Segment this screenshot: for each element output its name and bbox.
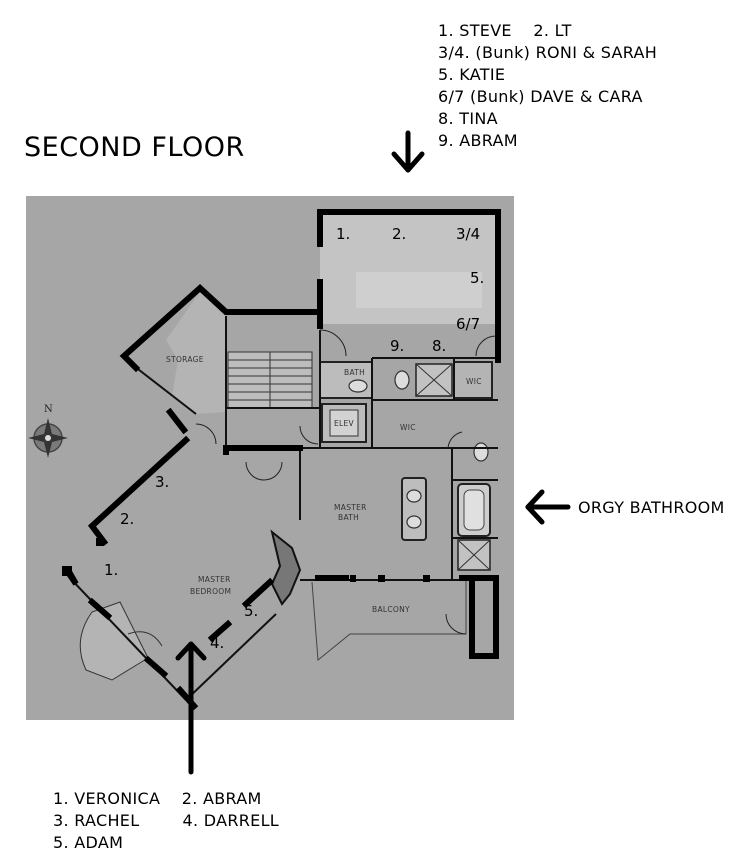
- legend-line: 8. TINA: [438, 109, 498, 128]
- master-room-number: 3.: [155, 473, 169, 491]
- legend-line: 9. ABRAM: [438, 131, 518, 150]
- upper-bunk-area: [356, 272, 482, 308]
- page-title: SECOND FLOOR: [24, 132, 245, 163]
- master-room-number: 5.: [244, 602, 258, 620]
- bath-label: BATH: [344, 368, 365, 377]
- orgy-bathroom-callout: ORGY BATHROOM: [578, 498, 725, 517]
- master-bath-label: BATH: [338, 513, 359, 522]
- master-bedroom-legend: 1. VERONICA 2. ABRAM 3. RACHEL 4. DARREL…: [53, 788, 279, 854]
- compass-north-label: N: [44, 404, 53, 415]
- door-swings: [195, 329, 497, 635]
- storage-label: STORAGE: [166, 355, 204, 364]
- storage-room: [166, 292, 226, 414]
- master-room-number: 1.: [104, 561, 118, 579]
- legend-line: 1. VERONICA 2. ABRAM: [53, 789, 262, 808]
- balcony-outline: [311, 580, 467, 661]
- upper-room-number: 2.: [392, 225, 406, 243]
- compass-icon: N: [28, 404, 68, 458]
- legend-line: 3/4. (Bunk) RONI & SARAH: [438, 43, 658, 62]
- master-bath-label: MASTER: [334, 503, 367, 512]
- upper-room-number: 5.: [470, 269, 484, 287]
- master-bedroom-label: MASTER: [198, 575, 231, 584]
- upper-room-number: 3/4: [456, 225, 480, 243]
- elev-label: ELEV: [334, 419, 355, 428]
- bay-window: [79, 601, 149, 681]
- staircase: [227, 351, 313, 409]
- arrow-up-icon: [175, 641, 207, 775]
- toilet-icon: [473, 442, 489, 462]
- upper-bedroom-legend: 1. STEVE 2. LT 3/4. (Bunk) RONI & SARAH …: [438, 20, 657, 152]
- arrow-down-icon: [391, 130, 425, 173]
- legend-line: 3. RACHEL 4. DARRELL: [53, 811, 280, 830]
- toilet-icon: [394, 370, 410, 390]
- master-bedroom-label: BEDROOM: [190, 587, 231, 596]
- legend-line: 5. ADAM: [53, 833, 124, 852]
- balcony-label: BALCONY: [372, 605, 410, 614]
- wic-label: WIC: [400, 423, 416, 432]
- upper-room-number: 9.: [390, 337, 404, 355]
- wic-label: WIC: [466, 377, 482, 386]
- bath-room: [319, 361, 373, 399]
- master-room-number: 2.: [120, 510, 134, 528]
- fireplace: [270, 529, 302, 606]
- arrow-left-icon: [525, 489, 571, 525]
- master-room-number: 4.: [210, 634, 224, 652]
- window-markers: [62, 538, 430, 582]
- legend-line: 5. KATIE: [438, 65, 506, 84]
- legend-line: 1. STEVE 2. LT: [438, 21, 572, 40]
- vanity: [401, 477, 427, 541]
- sink-icon: [348, 379, 368, 393]
- sink-icon: [406, 515, 422, 529]
- upper-room-number: 6/7: [456, 315, 480, 333]
- legend-line: 6/7 (Bunk) DAVE & CARA: [438, 87, 643, 106]
- upper-room-number: 8.: [432, 337, 446, 355]
- upper-room-number: 1.: [336, 225, 350, 243]
- sink-icon: [406, 489, 422, 503]
